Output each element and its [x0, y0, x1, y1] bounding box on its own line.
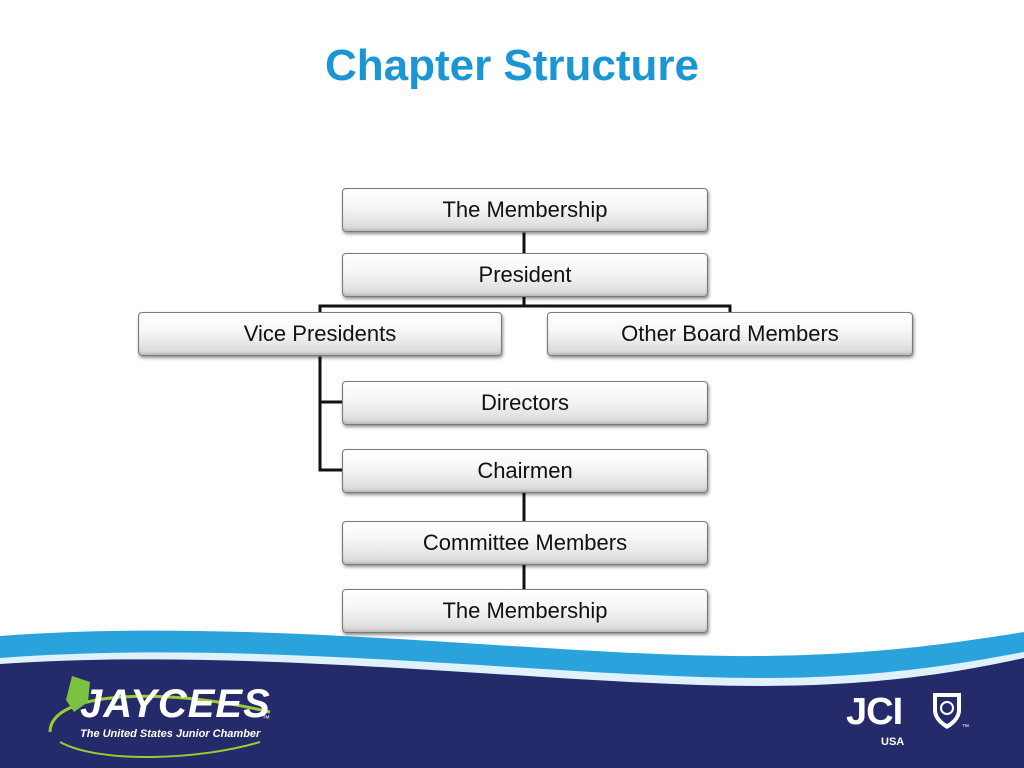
jaycees-wordmark: JAYCEES [80, 682, 271, 726]
node-vice-presidents: Vice Presidents [138, 312, 502, 356]
footer-navy-band [0, 658, 1024, 768]
node-the-membership-top: The Membership [342, 188, 708, 232]
jaycees-logo-swoosh [48, 676, 271, 759]
jci-trademark: ™ [962, 724, 969, 731]
jci-shield-icon [933, 693, 961, 729]
node-directors: Directors [342, 381, 708, 425]
node-chairmen: Chairmen [342, 449, 708, 493]
footer-wave-banner [0, 630, 1024, 768]
node-committee-members: Committee Members [342, 521, 708, 565]
node-president: President [342, 253, 708, 297]
jaycees-shield-icon [66, 676, 90, 712]
connector-vp-directors [318, 356, 344, 404]
connector-vp-chairmen [318, 400, 344, 472]
jci-wordmark: JCI [846, 691, 903, 733]
node-other-board-members: Other Board Members [547, 312, 913, 356]
jci-usa-label: USA [881, 736, 905, 748]
node-the-membership-bottom: The Membership [342, 589, 708, 633]
slide-title: Chapter Structure [324, 41, 700, 90]
jaycees-tagline: The United States Junior Chamber [80, 728, 261, 740]
jaycees-trademark: ™ [262, 714, 270, 723]
